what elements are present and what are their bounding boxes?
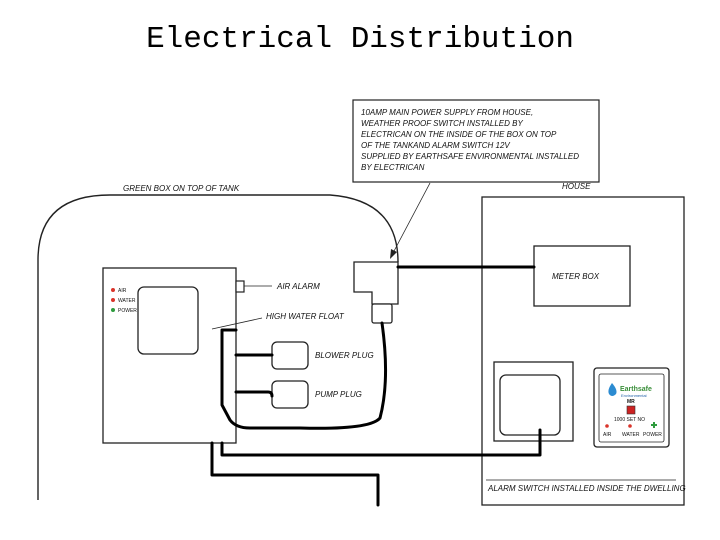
alarm-led-water-label: WATER [622,432,640,438]
alarm-status-text: 1000 SET NO [614,417,645,423]
alarm-air-led [605,424,609,428]
supply-note-line: 10AMP MAIN POWER SUPPLY FROM HOUSE, [361,108,533,117]
supply-note-line: BY ELECTRICAN [361,163,425,172]
alarm-switch-note: ALARM SWITCH INSTALLED INSIDE THE DWELLI… [487,484,686,493]
panel-led-power-label: POWER [118,308,137,314]
cables [210,265,542,507]
supply-note-text: 10AMP MAIN POWER SUPPLY FROM HOUSE, WEAT… [361,108,579,172]
panel-power-led [111,308,115,312]
supply-note-line: OF THE TANKAND ALARM SWITCH 12V [361,141,510,150]
pump-cable [234,390,274,398]
panel-led-air-label: AIR [118,288,127,294]
panel-water-led [111,298,115,302]
alarm-switch-cable [220,428,542,457]
alarm-brand-line2: Environmental [621,393,647,398]
blower-plug [271,341,309,370]
supply-note-line: WEATHER PROOF SWITCH INSTALLED BY [361,119,523,128]
tank-outline [37,194,399,500]
air-alarm-label: AIR ALARM [276,282,320,291]
blower-plug-label: BLOWER PLUG [315,351,374,360]
pump-plug [271,380,309,409]
alarm-water-led [628,424,632,428]
green-box-label: GREEN BOX ON TOP OF TANK [123,184,240,193]
alarm-panel-face [598,373,665,443]
alarm-power-led [651,422,657,428]
supply-note-box [352,99,600,183]
alarm-reset-button [626,405,636,415]
meter-box-label: METER BOX [552,272,600,281]
ground-drop-cable [210,441,380,507]
switch-gland [371,303,393,324]
weatherproof-switch [353,261,399,305]
earthsafe-logo-icon [608,383,617,396]
page-title: Electrical Distribution [146,22,574,57]
pump-plug-label: PUMP PLUG [315,390,362,399]
supply-note-line: SUPPLIED BY EARTHSAFE ENVIRONMENTAL INST… [361,152,579,161]
air-alarm-connector [235,280,245,293]
house-label: HOUSE [562,182,591,191]
high-water-float-label: HIGH WATER FLOAT [266,312,345,321]
alarm-brand-line1: Earthsafe [620,386,652,393]
panel-led-water-label: WATER [118,298,136,304]
switch-loop-cable [220,321,388,430]
panel-air-led [111,288,115,292]
alarm-led-air-label: AIR [603,432,612,438]
alarm-model: MR [627,399,635,405]
control-module [137,286,199,355]
alarm-switch-inner [499,374,561,436]
alarm-led-power-label: POWER [643,432,662,438]
meter-box [533,245,631,307]
supply-note-line: ELECTRICAN ON THE INSIDE OF THE BOX ON T… [361,130,557,139]
house-outline [481,196,685,506]
